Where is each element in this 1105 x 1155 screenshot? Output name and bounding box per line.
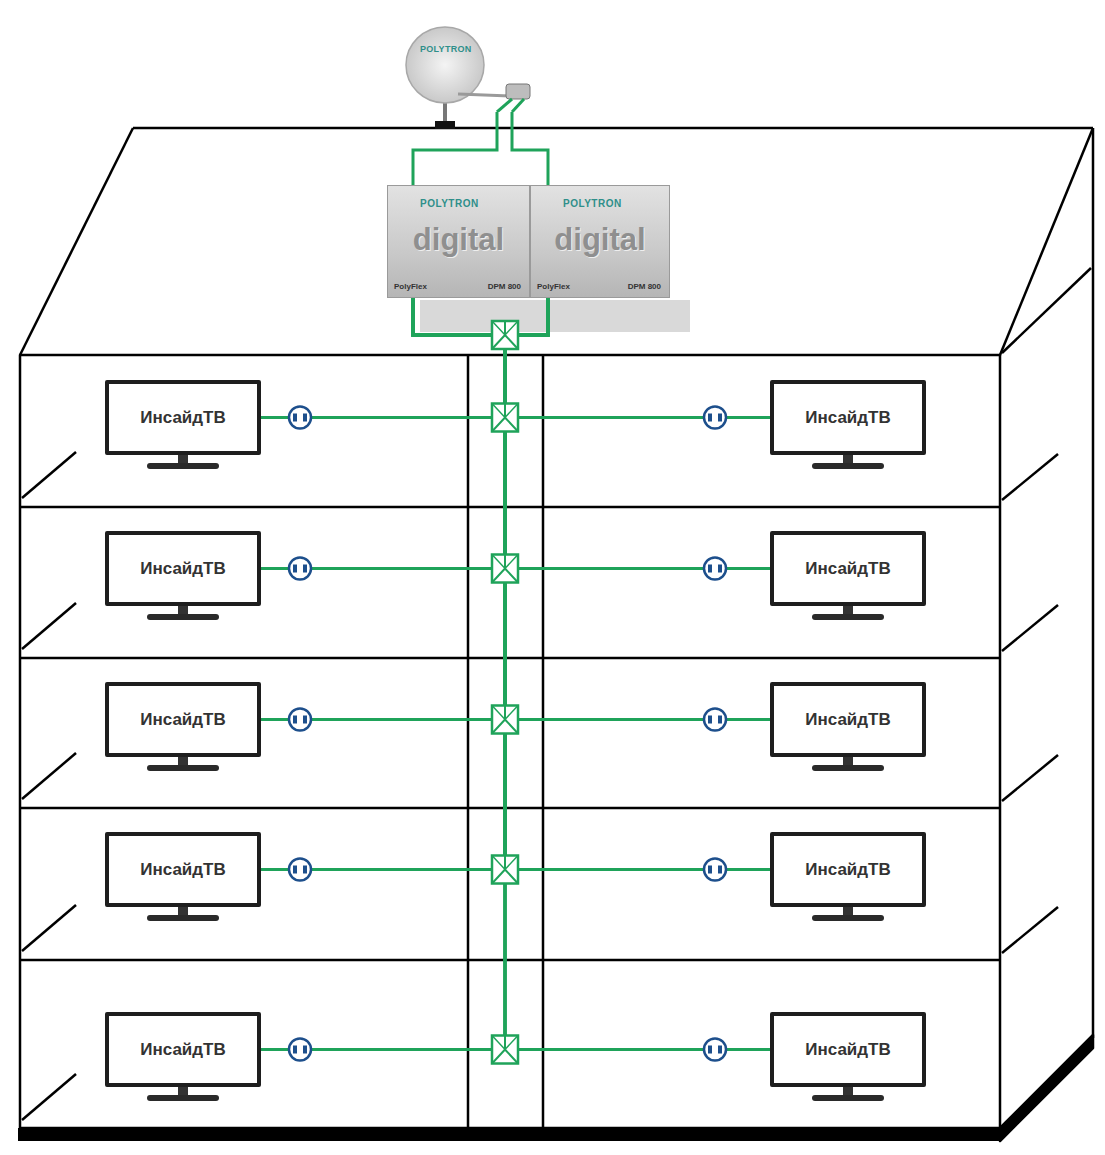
tap-symbol [492, 404, 518, 432]
coax-cable [505, 298, 770, 720]
wall-socket [704, 558, 726, 580]
combiner-symbol [492, 321, 518, 349]
unit-label: PolyFlex [394, 282, 427, 291]
coax-cable [261, 298, 505, 1050]
tap-symbol [492, 706, 518, 734]
headend-unit: POLYTRON digitalPolyFlex DPM 800 [530, 185, 670, 298]
tv-logo: ИнсайдТВ [774, 559, 922, 579]
tv-logo: ИнсайдТВ [109, 408, 257, 428]
wall-socket [289, 859, 311, 881]
unit-label: POLYTRON [563, 198, 622, 209]
wall-socket [289, 558, 311, 580]
tv-set: ИнсайдТВ [770, 1012, 926, 1105]
tv-set: ИнсайдТВ [105, 531, 261, 624]
tv-set: ИнсайдТВ [105, 380, 261, 473]
tv-screen: ИнсайдТВ [105, 1012, 261, 1087]
wall-socket [289, 407, 311, 429]
tv-screen: ИнсайдТВ [770, 682, 926, 757]
tv-set: ИнсайдТВ [770, 832, 926, 925]
unit-label: digital [531, 222, 669, 258]
unit-label: DPM 800 [628, 282, 661, 291]
coax-cable [505, 298, 770, 418]
tv-screen: ИнсайдТВ [770, 380, 926, 455]
unit-label: POLYTRON [420, 198, 479, 209]
tv-screen: ИнсайдТВ [770, 531, 926, 606]
tap-symbol [492, 1036, 518, 1064]
tv-set: ИнсайдТВ [770, 531, 926, 624]
wall-socket [289, 1039, 311, 1061]
dish-shape [400, 22, 545, 112]
unit-label: digital [388, 222, 529, 258]
coax-cable [505, 298, 770, 569]
satellite-dish: POLYTRON [400, 22, 545, 112]
coax-cable [413, 298, 770, 720]
coax-cable [261, 298, 505, 720]
coax-cable [413, 298, 770, 1050]
tap-symbol [492, 555, 518, 583]
tv-set: ИнсайдТВ [105, 832, 261, 925]
wall-socket [704, 407, 726, 429]
coax-cable [505, 298, 770, 870]
coax-cable [413, 112, 497, 185]
coax-cable [413, 298, 770, 418]
wall-socket [704, 1039, 726, 1061]
coax-cable [261, 298, 505, 569]
unit-label: PolyFlex [537, 282, 570, 291]
tv-logo: ИнсайдТВ [774, 710, 922, 730]
unit-label: DPM 800 [488, 282, 521, 291]
tv-screen: ИнсайдТВ [105, 380, 261, 455]
tv-logo: ИнсайдТВ [774, 1040, 922, 1060]
tv-set: ИнсайдТВ [105, 1012, 261, 1105]
tv-logo: ИнсайдТВ [109, 559, 257, 579]
wall-socket [704, 709, 726, 731]
coax-cable [413, 298, 770, 569]
tv-logo: ИнсайдТВ [774, 860, 922, 880]
coax-cable [512, 112, 548, 185]
tv-logo: ИнсайдТВ [109, 710, 257, 730]
coax-cable [261, 298, 505, 870]
tv-logo: ИнсайдТВ [109, 1040, 257, 1060]
tv-set: ИнсайдТВ [770, 682, 926, 775]
coax-cable [505, 298, 770, 1050]
brand-label: POLYTRON [420, 44, 470, 54]
tv-screen: ИнсайдТВ [105, 531, 261, 606]
tv-logo: ИнсайдТВ [109, 860, 257, 880]
wall-socket [289, 709, 311, 731]
tv-screen: ИнсайдТВ [770, 832, 926, 907]
headend-unit: POLYTRON digitalPolyFlex DPM 800 [387, 185, 530, 298]
tv-logo: ИнсайдТВ [774, 408, 922, 428]
tv-set: ИнсайдТВ [770, 380, 926, 473]
tap-symbol [492, 856, 518, 884]
wall-socket [704, 859, 726, 881]
tv-screen: ИнсайдТВ [105, 682, 261, 757]
coax-cable [413, 298, 770, 870]
tv-set: ИнсайдТВ [105, 682, 261, 775]
coax-cable [261, 298, 505, 418]
tv-screen: ИнсайдТВ [770, 1012, 926, 1087]
tv-screen: ИнсайдТВ [105, 832, 261, 907]
